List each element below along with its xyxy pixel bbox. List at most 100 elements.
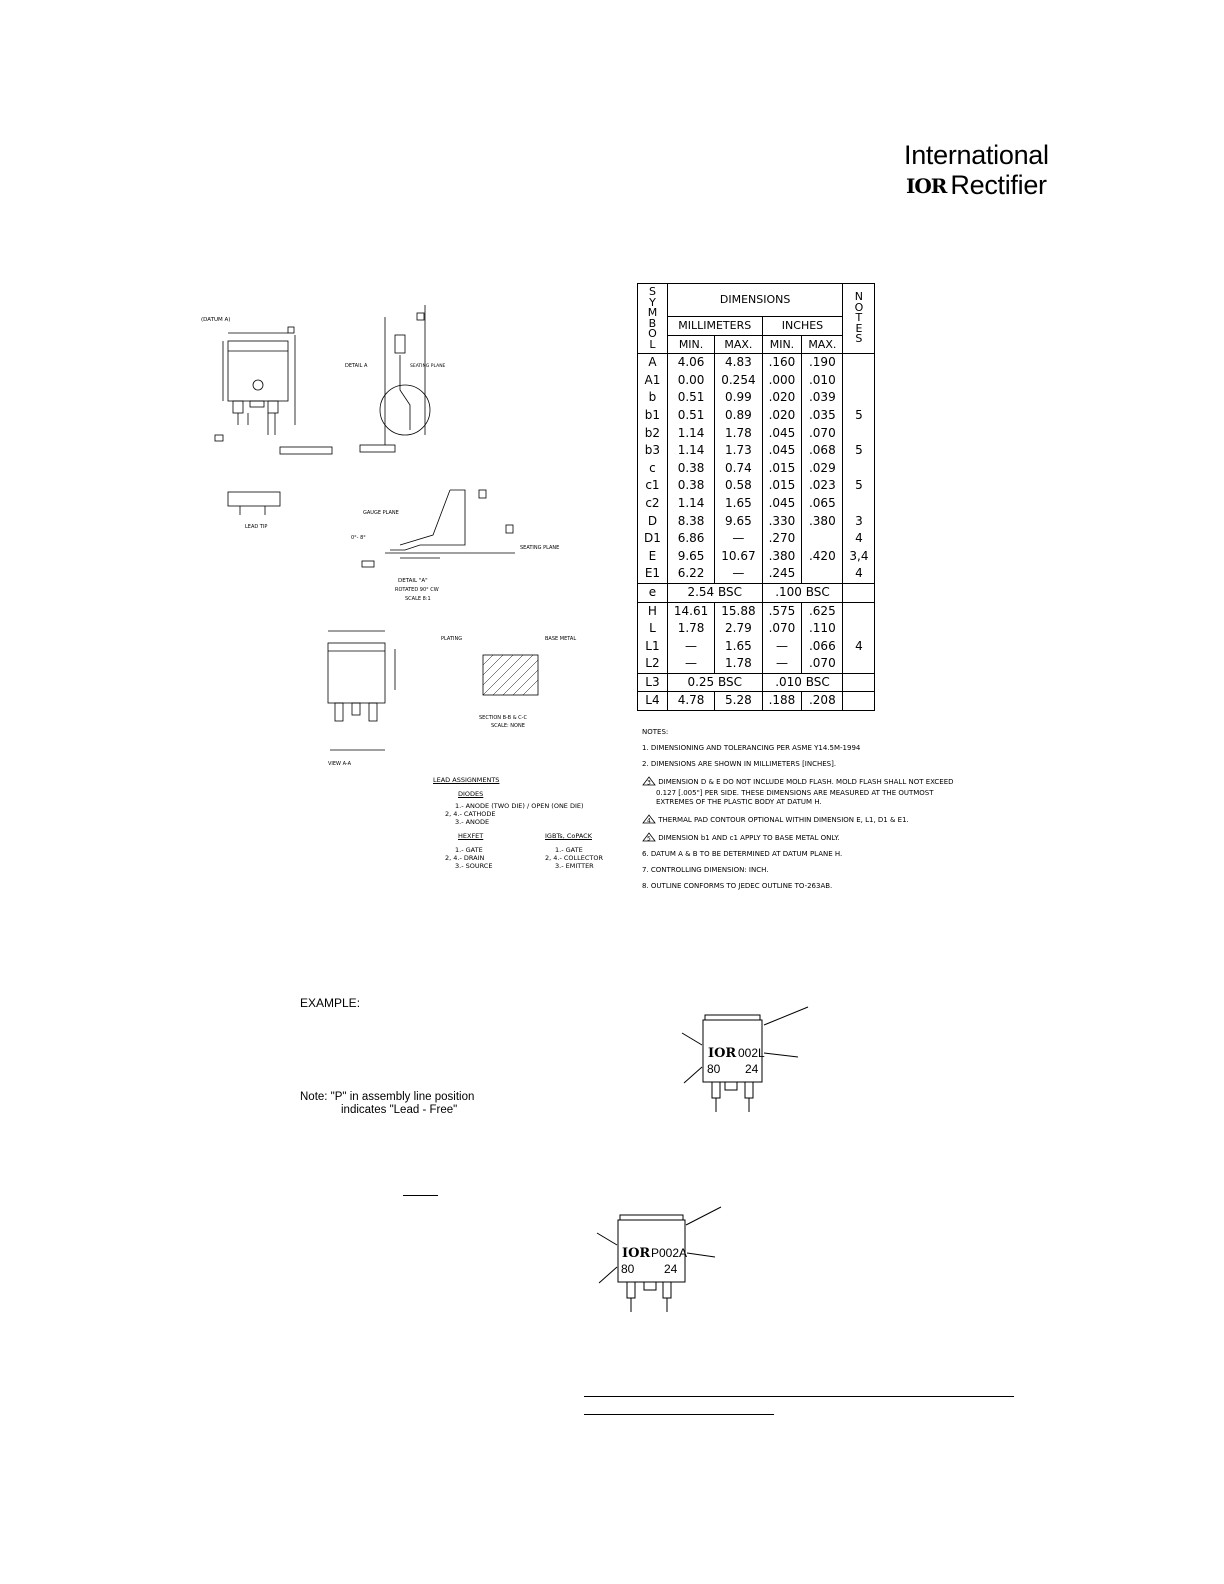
dimension-cell: 4 xyxy=(842,530,876,548)
dimension-cell: 9.65 xyxy=(666,547,716,566)
part1-right-code: 24 xyxy=(745,1062,759,1076)
note-8: 8. OUTLINE CONFORMS TO JEDEC OUTLINE TO-… xyxy=(642,882,833,890)
dimension-cell: A1 xyxy=(637,371,668,390)
dimension-cell: E1 xyxy=(637,565,668,584)
rule-short xyxy=(403,1195,438,1196)
part1-left-code: 80 xyxy=(707,1062,721,1076)
mm-header: MILLIMETERS xyxy=(666,316,763,336)
dimension-cell: 4.06 xyxy=(666,353,716,372)
label-gauge-plane: GAUGE PLANE xyxy=(363,510,399,516)
label-section: SECTION B-B & C-C xyxy=(479,715,527,721)
dimension-cell: .020 xyxy=(761,406,803,425)
dimension-cell: 3 xyxy=(842,512,876,531)
hexfet-title: HEXFET xyxy=(458,832,484,840)
label-seating-plane: SEATING PLANE xyxy=(520,545,559,551)
dimension-cell xyxy=(842,620,876,638)
note-3-line2: 0.127 [.005"] PER SIDE. THESE DIMENSIONS… xyxy=(656,789,934,797)
dimension-cell: 2.54 BSC xyxy=(666,582,763,602)
label-detail-a: DETAIL A xyxy=(345,363,368,369)
label-angle: 0°- 8° xyxy=(351,535,366,541)
dimension-cell: c1 xyxy=(637,477,668,495)
dimension-cell: .015 xyxy=(761,477,803,495)
dimension-cell: .575 xyxy=(761,601,803,621)
dimension-cell: .330 xyxy=(761,512,803,531)
note-4: 4 THERMAL PAD CONTOUR OPTIONAL WITHIN DI… xyxy=(642,814,954,825)
diodes-title: DIODES xyxy=(458,790,484,798)
dimension-cell xyxy=(842,494,876,513)
dimension-cell: — xyxy=(666,655,716,674)
dimension-cell: 5 xyxy=(842,477,876,495)
dimension-cell: .065 xyxy=(801,494,844,513)
lead-free-note-line2: indicates "Lead - Free" xyxy=(341,1104,458,1116)
dimension-cell: 10.67 xyxy=(714,547,763,566)
label-base-metal: BASE METAL xyxy=(545,636,576,642)
diodes-lead-3: 3.- ANODE xyxy=(455,818,490,826)
dimension-cell: H xyxy=(637,601,668,621)
dimension-cell: 0.99 xyxy=(714,389,763,407)
dimension-cell: 0.00 xyxy=(666,371,716,390)
dimension-cell: — xyxy=(761,637,803,656)
dimension-cell: .270 xyxy=(761,530,803,548)
lead-free-note-line1: Note: "P" in assembly line position xyxy=(300,1091,475,1103)
dimension-cell: L4 xyxy=(637,691,668,712)
dimension-cell: 0.25 BSC xyxy=(666,672,763,692)
dimension-cell: .110 xyxy=(801,620,844,638)
dimension-cell: 1.73 xyxy=(714,442,763,460)
hexfet-lead-1: 1.- GATE xyxy=(455,846,483,854)
dimension-cell: 4.83 xyxy=(714,353,763,372)
dimension-cell: D1 xyxy=(637,530,668,548)
inches-header: INCHES xyxy=(761,316,844,336)
dimension-cell: D xyxy=(637,512,668,531)
label-seating-plane-short: SEATING PLANE xyxy=(410,363,446,369)
dimension-cell xyxy=(801,565,844,584)
dimension-cell: 0.58 xyxy=(714,477,763,495)
dimension-cell: — xyxy=(666,637,716,656)
dimension-cell: .000 xyxy=(761,371,803,390)
dimension-cell: 1.14 xyxy=(666,494,716,513)
dimension-cell xyxy=(842,691,876,712)
in-max-header: MAX. xyxy=(801,334,844,354)
dimension-cell: — xyxy=(714,565,763,584)
dimension-row: L2—1.78—.070 xyxy=(637,655,876,674)
dimension-cell: e xyxy=(637,582,668,602)
dimension-cell xyxy=(842,582,876,602)
dimension-cell: 0.74 xyxy=(714,459,763,478)
igbt-lead-1: 1.- GATE xyxy=(555,846,583,854)
part-marking-example-1: IOR 002L 80 24 xyxy=(681,1006,809,1112)
dimension-cell: .625 xyxy=(801,601,844,621)
dimension-cell xyxy=(842,601,876,621)
notes-block: NOTES: 1. DIMENSIONING AND TOLERANCING P… xyxy=(642,728,954,898)
dimension-cell: .160 xyxy=(761,353,803,372)
rule-long xyxy=(584,1396,1014,1397)
dimension-cell: 1.14 xyxy=(666,424,716,443)
dimension-cell: .029 xyxy=(801,459,844,478)
igbt-lead-2: 2, 4.- COLLECTOR xyxy=(545,854,604,862)
note-1: 1. DIMENSIONING AND TOLERANCING PER ASME… xyxy=(642,744,861,752)
dimension-cell: L1 xyxy=(637,637,668,656)
part1-code: 002L xyxy=(738,1046,765,1060)
ior-logo-mark: IOR xyxy=(906,173,947,198)
dimension-cell: .100 BSC xyxy=(761,582,844,602)
dimension-cell: .023 xyxy=(801,477,844,495)
dimension-cell: .380 xyxy=(761,547,803,566)
dimension-cell: .066 xyxy=(801,637,844,656)
dimension-cell: .420 xyxy=(801,547,844,566)
dimension-cell: .380 xyxy=(801,512,844,531)
part2-right-code: 24 xyxy=(664,1262,678,1276)
dimension-cell: 9.65 xyxy=(714,512,763,531)
package-outline-drawing: (DATUM A) DETAIL A SEATING PLANE LEAD TI… xyxy=(201,305,576,767)
lead-assignments-title: LEAD ASSIGNMENTS xyxy=(433,776,500,784)
dimension-cell: 1.78 xyxy=(714,424,763,443)
